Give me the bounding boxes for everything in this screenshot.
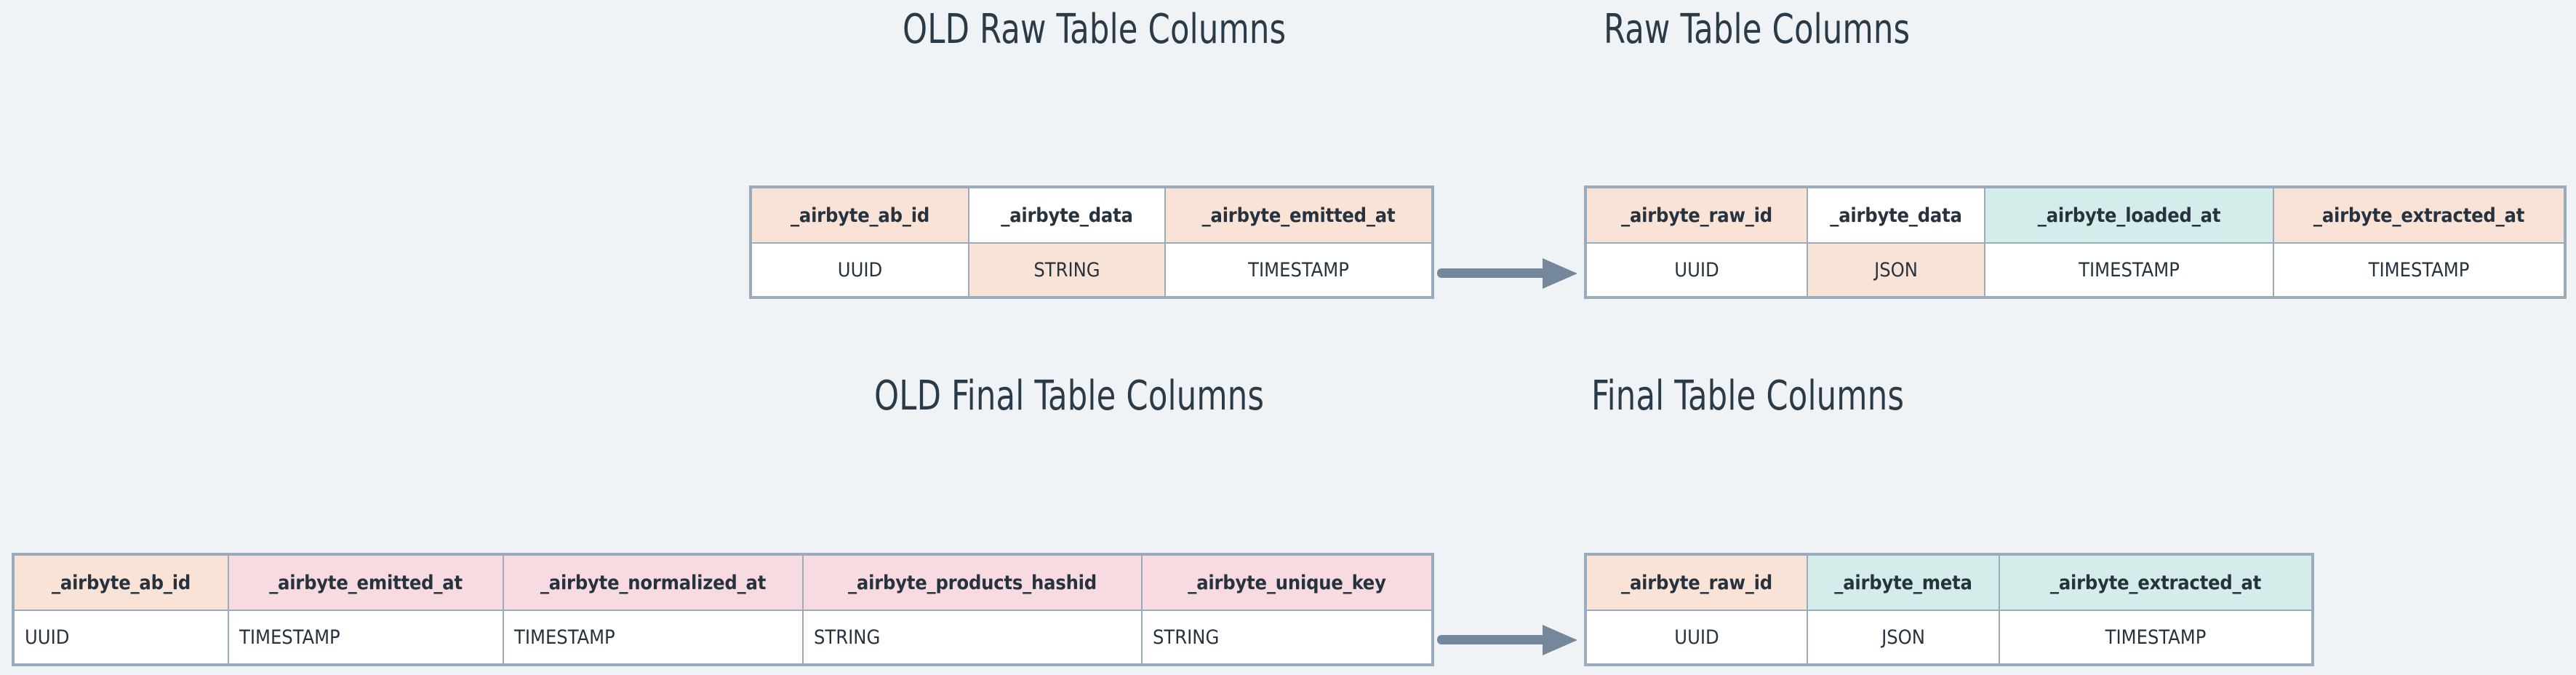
- column-header-cell: _airbyte_data: [968, 186, 1166, 244]
- column-header-cell: _airbyte_unique_key: [1141, 554, 1433, 611]
- column-type-cell: TIMESTAMP: [2273, 242, 2566, 298]
- column-header-cell: _airbyte_extracted_at: [2273, 186, 2566, 244]
- raw-transform-arrow-icon: [1437, 256, 1580, 289]
- column-header-cell: _airbyte_ab_id: [750, 186, 969, 244]
- column-type-cell: STRING: [1141, 610, 1433, 666]
- column-header-cell: _airbyte_ab_id: [12, 554, 229, 611]
- column-type-cell: JSON: [1807, 242, 1985, 298]
- table-header-row: _airbyte_raw_id_airbyte_meta_airbyte_ext…: [1585, 554, 2313, 611]
- final-transform-arrow-icon: [1437, 623, 1580, 656]
- page-title-new-final-table: Final Table Columns: [1591, 372, 1905, 420]
- column-type-cell: TIMESTAMP: [228, 610, 504, 666]
- column-header-cell: _airbyte_emitted_at: [228, 554, 504, 611]
- page-title-new-raw-table: Raw Table Columns: [1604, 6, 1911, 53]
- column-type-cell: TIMESTAMP: [1999, 610, 2313, 666]
- table-new-final-columns: _airbyte_raw_id_airbyte_meta_airbyte_ext…: [1584, 553, 2314, 666]
- table-header-row: _airbyte_raw_id_airbyte_data_airbyte_loa…: [1585, 186, 2566, 244]
- column-type-cell: UUID: [1585, 242, 1808, 298]
- column-type-cell: TIMESTAMP: [1164, 242, 1433, 298]
- page-title-old-raw-table: OLD Raw Table Columns: [903, 6, 1287, 53]
- arrow-shaft: [1437, 635, 1548, 644]
- table-new-raw-columns: _airbyte_raw_id_airbyte_data_airbyte_loa…: [1584, 185, 2567, 299]
- column-type-cell: STRING: [802, 610, 1143, 666]
- column-type-cell: TIMESTAMP: [503, 610, 804, 666]
- column-header-cell: _airbyte_meta: [1807, 554, 2000, 611]
- column-header-cell: _airbyte_loaded_at: [1984, 186, 2274, 244]
- table-header-row: _airbyte_ab_id_airbyte_data_airbyte_emit…: [750, 186, 1433, 244]
- table-old-final-columns: _airbyte_ab_id_airbyte_emitted_at_airbyt…: [12, 553, 1434, 666]
- column-header-cell: _airbyte_raw_id: [1585, 186, 1808, 244]
- column-header-cell: _airbyte_emitted_at: [1164, 186, 1433, 244]
- arrow-head: [1543, 258, 1577, 289]
- column-type-cell: TIMESTAMP: [1984, 242, 2274, 298]
- column-header-cell: _airbyte_extracted_at: [1999, 554, 2313, 611]
- column-type-cell: JSON: [1807, 610, 2000, 666]
- arrow-head: [1543, 625, 1577, 655]
- table-header-row: _airbyte_ab_id_airbyte_emitted_at_airbyt…: [12, 554, 1433, 611]
- arrow-shaft: [1437, 268, 1548, 278]
- column-header-cell: _airbyte_normalized_at: [503, 554, 804, 611]
- page-title-old-final-table: OLD Final Table Columns: [874, 372, 1265, 420]
- column-header-cell: _airbyte_products_hashid: [802, 554, 1143, 611]
- column-header-cell: _airbyte_raw_id: [1585, 554, 1808, 611]
- column-type-cell: UUID: [750, 242, 969, 298]
- column-header-cell: _airbyte_data: [1807, 186, 1985, 244]
- column-type-cell: STRING: [968, 242, 1166, 298]
- column-type-cell: UUID: [1585, 610, 1808, 666]
- table-old-raw-columns: _airbyte_ab_id_airbyte_data_airbyte_emit…: [749, 185, 1434, 299]
- column-type-cell: UUID: [12, 610, 229, 666]
